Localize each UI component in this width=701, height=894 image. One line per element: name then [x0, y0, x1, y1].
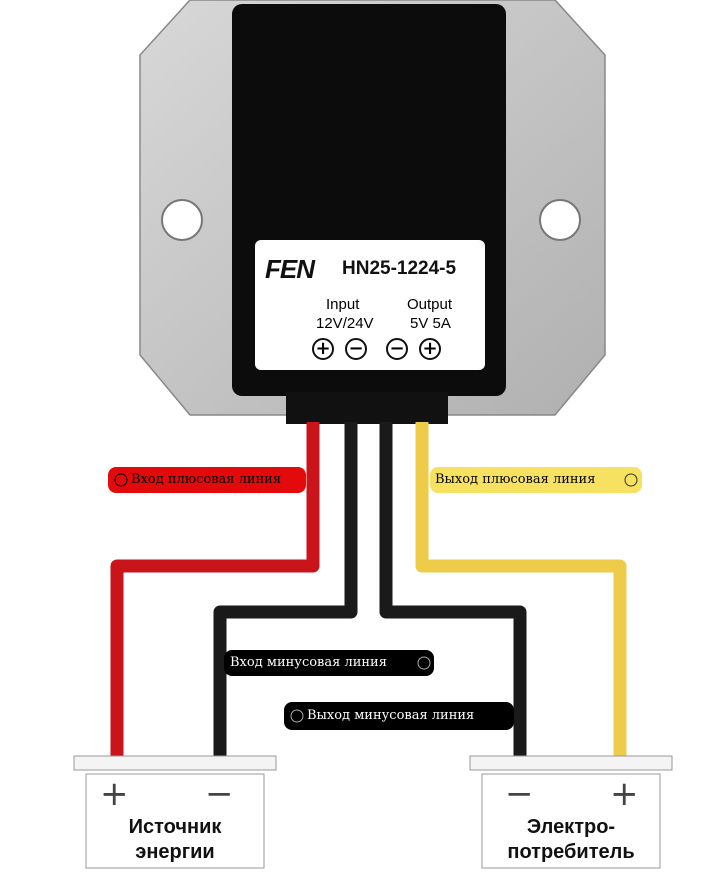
wire-connector-block [286, 392, 448, 424]
plus-circle-icon [114, 473, 128, 487]
terminal-plus-icon: + [419, 338, 441, 360]
load-minus-sign: − [505, 774, 534, 814]
source-plus-sign: + [100, 774, 129, 814]
input-minus-label-bg [224, 650, 434, 676]
input-minus-label: Вход минусовая линия [230, 655, 387, 670]
input-plus-label: Вход плюсовая линия [131, 472, 282, 487]
source-label-line1: Источник [128, 816, 222, 838]
output-plus-label: Выход плюсовая линия [435, 472, 596, 487]
terminal-plus-icon: + [312, 338, 334, 360]
wire-output-plus [415, 422, 627, 756]
load-plus-sign: + [610, 774, 639, 814]
mount-hole-left [161, 199, 203, 241]
load-label-line1: Электро- [526, 816, 616, 838]
minus-circle-icon [290, 709, 304, 723]
model-number: HN25-1224-5 [342, 258, 457, 279]
input-label: Input [326, 296, 360, 313]
terminal-minus-icon: − [386, 338, 408, 360]
wire-input-minus [213, 422, 358, 756]
power-source-battery [73, 755, 277, 869]
output-minus-label-bg [284, 702, 514, 730]
minus-circle-icon [417, 656, 431, 670]
input-rating: 12V/24V [316, 315, 374, 332]
terminal-minus-icon: − [345, 338, 367, 360]
brand-logo: FEN [265, 254, 315, 284]
wire-output-minus [379, 422, 527, 756]
source-label: Источник энергии [86, 815, 264, 865]
output-minus-label: Выход минусовая линия [307, 708, 475, 723]
output-rating: 5V 5A [410, 315, 451, 332]
source-minus-sign: − [205, 774, 234, 814]
wire-input-plus [110, 422, 320, 756]
source-label-line2: энергии [135, 841, 215, 863]
plus-circle-icon [624, 473, 638, 487]
load-label: Электро- потребитель [482, 815, 660, 865]
load-consumer-battery [469, 755, 673, 869]
mount-hole-right [539, 199, 581, 241]
dc-converter-device [139, 0, 606, 424]
load-label-line2: потребитель [507, 841, 635, 863]
device-label-plate [255, 240, 485, 370]
input-plus-label-bg [108, 467, 306, 493]
output-label: Output [407, 296, 453, 313]
output-plus-label-bg [430, 467, 642, 493]
